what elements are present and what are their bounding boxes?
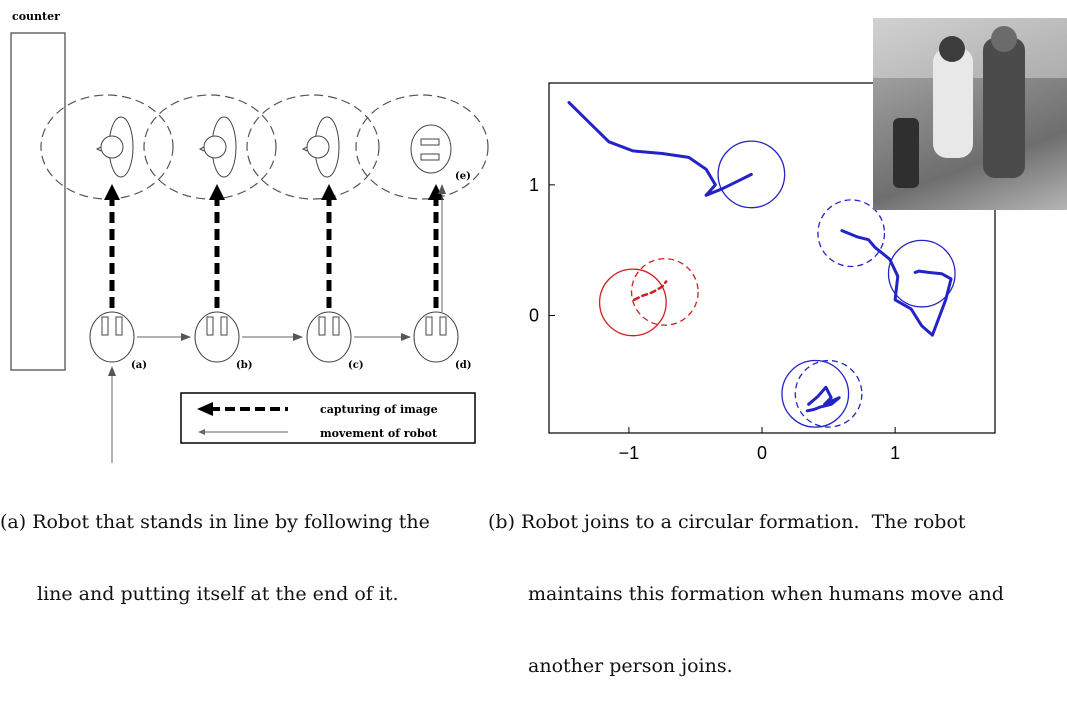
caption-a: (a) Robot that stands in line by followi… [0, 462, 430, 630]
formation-circle-blue-1 [717, 140, 786, 209]
plot-frame [548, 82, 996, 434]
formation-circle-red-5 [630, 258, 699, 326]
legend-capturing: capturing of image [320, 403, 438, 416]
robot-b: (b) [194, 311, 252, 371]
y-tick-label: 1 [529, 175, 539, 195]
trajectory-blue-3 [805, 385, 841, 413]
counter-label: counter [12, 10, 60, 23]
formation-circle-blue-6 [781, 359, 850, 428]
caption-b-line3: another person joins. [528, 655, 733, 677]
robot-label-d: (d) [455, 360, 471, 371]
caption-a-line2: line and putting itself at the end of it… [37, 583, 399, 605]
x-tick-label: 0 [757, 443, 767, 463]
capture-arrowheads [104, 184, 444, 200]
formation-circle-blue-7 [794, 359, 863, 428]
person-2 [143, 94, 277, 200]
robot-label-e: (e) [455, 171, 471, 182]
robot-e-in-line: (e) [355, 94, 489, 200]
capture-arrows [109, 198, 439, 308]
caption-a-line1: (a) Robot that stands in line by followi… [0, 511, 430, 533]
counter-box [10, 32, 66, 371]
formation-circle-red-4 [598, 268, 667, 337]
formation-plot: −1 0 1 1 0 [529, 82, 996, 463]
robot-photo [873, 18, 1067, 210]
robot-label-a: (a) [131, 360, 147, 371]
legend-movement: movement of robot [320, 427, 438, 440]
legend-box [180, 392, 476, 444]
x-tick-label: 1 [890, 443, 900, 463]
caption-b-line1: (b) Robot joins to a circular formation.… [488, 511, 966, 533]
robot-a: (a) [89, 311, 147, 371]
trajectory-blue-1 [567, 101, 753, 197]
queue-diagram: counter (e) [10, 10, 489, 463]
robot-d: (d) [413, 311, 471, 371]
person-3 [246, 94, 380, 200]
formation-circle-blue-2 [817, 199, 886, 268]
robot-label-b: (b) [236, 360, 252, 371]
formation-circle-blue-3 [887, 239, 956, 308]
trajectory-blue-2 [840, 229, 953, 337]
robot-label-c: (c) [348, 360, 364, 371]
legend: capturing of image movement of robot [180, 392, 476, 444]
caption-b: (b) Robot joins to a circular formation.… [488, 462, 1004, 702]
movement-arrows [108, 184, 446, 463]
figure-canvas: counter (e) [10, 10, 996, 463]
caption-b-line2: maintains this formation when humans mov… [528, 583, 1004, 605]
robot-c: (c) [306, 311, 364, 371]
person-1 [40, 94, 174, 200]
x-tick-label: −1 [619, 443, 640, 463]
trajectory-red-4 [632, 280, 668, 302]
y-tick-label: 0 [529, 305, 539, 325]
